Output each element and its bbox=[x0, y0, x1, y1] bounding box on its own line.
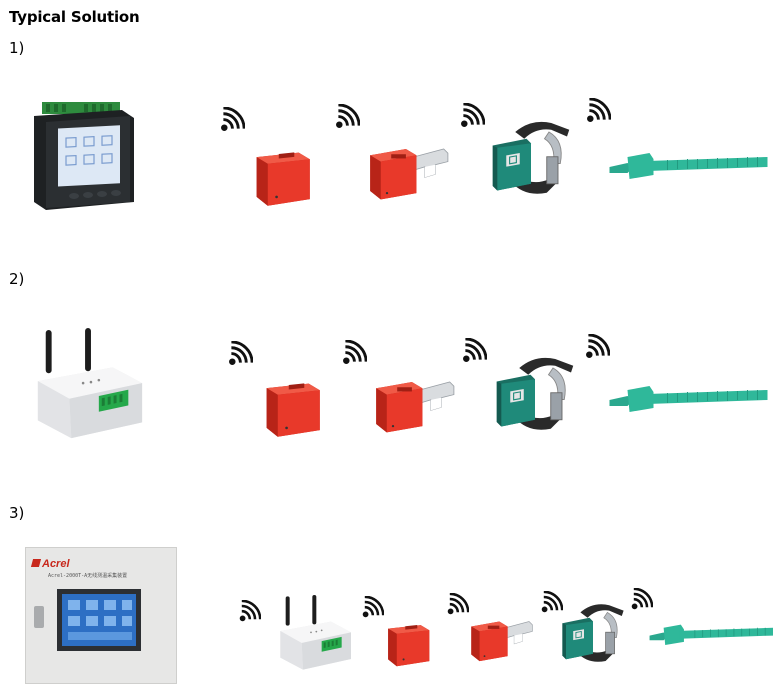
wifi-icon bbox=[583, 334, 610, 361]
cabinet-screen bbox=[57, 589, 141, 651]
small-sensor bbox=[260, 377, 322, 439]
page-title: Typical Solution bbox=[9, 8, 140, 26]
wifi-icon bbox=[360, 596, 384, 620]
wifi-icon bbox=[458, 103, 485, 130]
cabinet-lock bbox=[34, 606, 44, 628]
small-sensor bbox=[250, 146, 312, 208]
clamp-sensor bbox=[490, 350, 580, 440]
monitoring-cabinet: Acrel Acrel-2000T-A无线测温采集装置 bbox=[25, 547, 177, 684]
lug-sensor bbox=[372, 370, 456, 436]
lug-sensor bbox=[468, 612, 534, 664]
small-sensor bbox=[383, 620, 431, 668]
wifi-icon bbox=[333, 104, 360, 131]
solution-2-label: 2) bbox=[9, 270, 25, 288]
wireless-gateway bbox=[30, 328, 148, 446]
cabinet-model-text: Acrel-2000T-A无线测温采集装置 bbox=[48, 573, 128, 579]
clamp-sensor bbox=[557, 598, 629, 670]
wifi-icon bbox=[226, 341, 253, 368]
lug-sensor bbox=[366, 137, 450, 203]
strap-sensor bbox=[605, 145, 770, 185]
wifi-icon bbox=[460, 338, 487, 365]
wifi-icon bbox=[237, 600, 261, 624]
cabinet-brand-logo: Acrel bbox=[30, 558, 70, 570]
wifi-icon bbox=[340, 340, 367, 367]
touch-display-unit bbox=[30, 98, 140, 213]
wifi-icon bbox=[584, 98, 611, 125]
cabinet-brand-text: Acrel bbox=[42, 558, 70, 570]
wifi-icon bbox=[218, 107, 245, 134]
strap-sensor bbox=[605, 378, 770, 418]
clamp-sensor bbox=[486, 114, 576, 204]
wireless-gateway bbox=[275, 595, 355, 675]
wifi-icon bbox=[629, 588, 653, 612]
wifi-icon bbox=[445, 593, 469, 617]
solution-1-label: 1) bbox=[9, 39, 25, 57]
strap-sensor bbox=[648, 618, 773, 650]
solution-3-label: 3) bbox=[9, 504, 25, 522]
